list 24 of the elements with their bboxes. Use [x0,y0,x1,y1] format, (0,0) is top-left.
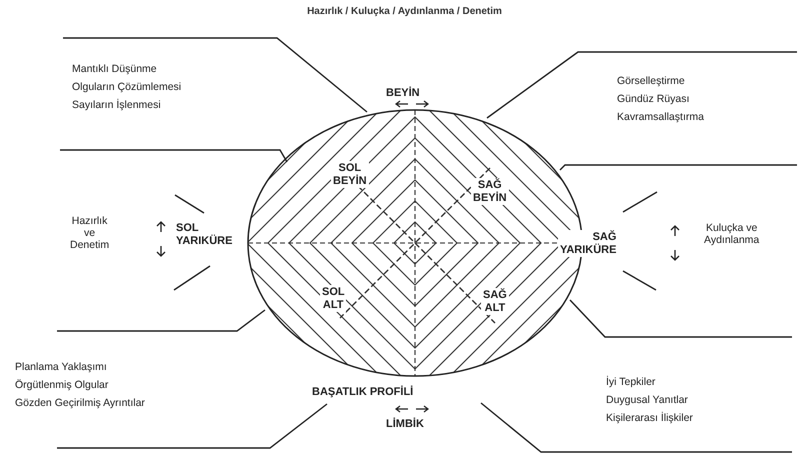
region-heading: LİMBİK [386,418,424,431]
trait-text: Görselleştirme [617,75,685,88]
quadrant-label: SOL BEYİN [331,161,369,188]
trait-text: Örgütlenmiş Olgular [15,379,108,392]
phase-text: Hazırlık ve Denetim [70,215,110,252]
hemisphere-label: SAĞ YARIKÜRE [558,230,618,258]
trait-text: Kavramsallaştırma [617,111,704,124]
trait-text: Sayıların İşlenmesi [72,99,161,112]
diagram-title: Hazırlık / Kuluçka / Aydınlanma / Denetim [306,6,503,17]
region-heading: BEYİN [386,87,420,100]
quadrant-label: SAĞ ALT [481,288,509,316]
quadrant-label: SOL ALT [320,285,346,312]
quadrant-label: SAĞ BEYİN [471,178,509,206]
trait-text: Gündüz Rüyası [617,93,690,106]
profile-label: BAŞATLIK PROFİLİ [312,386,414,399]
phase-text: Kuluçka ve Aydınlanma [704,222,760,246]
trait-text: Gözden Geçirilmiş Ayrıntılar [15,397,145,410]
trait-text: Mantıklı Düşünme [72,63,157,76]
trait-text: Kişilerarası İlişkiler [606,412,693,424]
trait-text: Planlama Yaklaşımı [15,361,107,374]
hemisphere-label: SOL YARIKÜRE [176,222,232,248]
trait-text: Olguların Çözümlemesi [72,81,182,94]
trait-text: İyi Tepkiler [606,376,656,388]
trait-text: Duygusal Yanıtlar [606,394,688,406]
